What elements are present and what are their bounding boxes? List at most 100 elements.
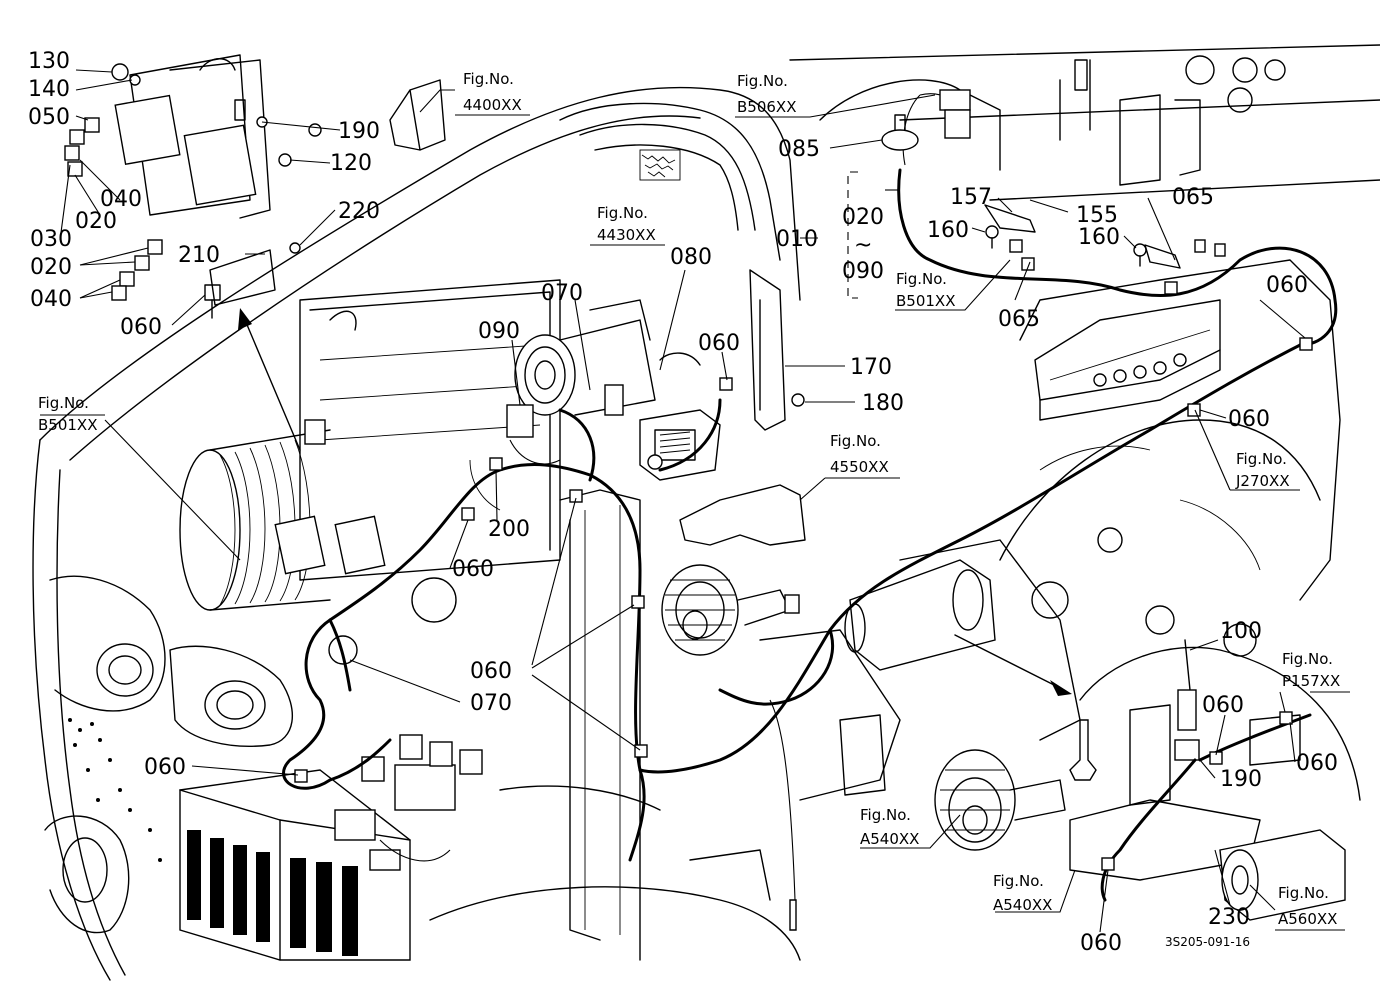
callout-050: 050: [28, 105, 70, 130]
bracket-170: [749, 269, 786, 431]
relay-box-lower: [361, 734, 483, 811]
callout-160: 160: [927, 218, 969, 243]
svg-text:A540XX: A540XX: [860, 830, 919, 848]
callout-220: 220: [338, 199, 380, 224]
callout-020: 020: [842, 205, 884, 230]
sensor-100: [1174, 639, 1200, 761]
callout-060: 060: [1266, 273, 1308, 298]
ac-compressor: [506, 299, 656, 438]
callout-065: 065: [998, 307, 1040, 332]
callout-130: 130: [28, 49, 70, 74]
callout-060: 060: [144, 755, 186, 780]
cab-components: [881, 89, 1226, 269]
fig-ref-J270: Fig.No. J270XX: [1235, 450, 1290, 490]
svg-text:Fig.No.: Fig.No.: [38, 394, 89, 412]
svg-text:A540XX: A540XX: [993, 896, 1052, 914]
callout-155: 155: [1076, 203, 1118, 228]
svg-text:Fig.No.: Fig.No.: [737, 72, 788, 90]
callout-060: 060: [1228, 407, 1270, 432]
fig-ref-A560: Fig.No. A560XX: [1278, 884, 1337, 928]
direction-arrows: [238, 308, 1072, 696]
harness-clamps: [294, 257, 1313, 871]
temp-sensor: [1069, 719, 1097, 781]
callout-040: 040: [30, 287, 72, 312]
callout-010: 010: [776, 227, 818, 252]
callout-060: 060: [1296, 751, 1338, 776]
engine-relays: [274, 419, 457, 665]
fig-ref-4550: Fig.No. 4550XX: [830, 432, 889, 476]
figure-references: Fig.No. 4400XX Fig.No. 4430XX Fig.No. B5…: [38, 70, 1340, 928]
valve-block: [1034, 299, 1221, 421]
callout-157: 157: [950, 185, 992, 210]
svg-text:Fig.No.: Fig.No.: [830, 432, 881, 450]
svg-text:Fig.No.: Fig.No.: [1236, 450, 1287, 468]
callout-140: 140: [28, 77, 70, 102]
svg-text:4550XX: 4550XX: [830, 458, 889, 476]
fig-ref-B501-top: Fig.No. B501XX: [896, 270, 955, 310]
fig-ref-A540-right: Fig.No. A540XX: [993, 872, 1052, 914]
blower-unit: [639, 352, 721, 481]
range-bracket: [847, 171, 858, 299]
callout-190: 190: [1220, 767, 1262, 792]
fig-ref-4400: Fig.No. 4400XX: [463, 70, 522, 114]
callout-160: 160: [1078, 225, 1120, 250]
fig-ref-B506: Fig.No. B506XX: [737, 72, 796, 116]
callout-numbers: 130 140 050 040 020 030 190 120 220 210 …: [28, 49, 1338, 956]
callout-120: 120: [330, 151, 372, 176]
svg-text:B501XX: B501XX: [38, 416, 97, 434]
svg-text:Fig.No.: Fig.No.: [1278, 884, 1329, 902]
svg-text:Fig.No.: Fig.No.: [993, 872, 1044, 890]
bracket-4400: [389, 79, 446, 151]
callout-170: 170: [850, 355, 892, 380]
callout-020: 020: [75, 209, 117, 234]
svg-text:Fig.No.: Fig.No.: [463, 70, 514, 88]
callout-070: 070: [541, 281, 583, 306]
range-tilde: ~: [854, 233, 872, 258]
callout-060: 060: [698, 331, 740, 356]
relay-bracket-assembly: [64, 54, 322, 319]
alternator-center: [661, 564, 800, 656]
callout-180: 180: [862, 391, 904, 416]
callout-060: 060: [470, 659, 512, 684]
svg-text:Fig.No.: Fig.No.: [860, 806, 911, 824]
fig-ref-P157: Fig.No. P157XX: [1282, 650, 1340, 690]
svg-text:B506XX: B506XX: [737, 98, 796, 116]
callout-190: 190: [338, 119, 380, 144]
callout-100: 100: [1220, 619, 1262, 644]
fig-ref-A540-left: Fig.No. A540XX: [860, 806, 919, 848]
callout-020: 020: [30, 255, 72, 280]
starter-motor-center: [844, 559, 996, 671]
svg-text:Fig.No.: Fig.No.: [597, 204, 648, 222]
callout-230: 230: [1208, 905, 1250, 930]
leader-lines: [40, 69, 1350, 933]
diagram-code: 3S205-091-16: [1165, 935, 1250, 949]
svg-text:J270XX: J270XX: [1235, 472, 1290, 490]
callout-060: 060: [452, 557, 494, 582]
callout-060: 060: [120, 315, 162, 340]
svg-text:A560XX: A560XX: [1278, 910, 1337, 928]
callout-070: 070: [470, 691, 512, 716]
svg-text:4430XX: 4430XX: [597, 226, 656, 244]
fig-ref-B501-left: Fig.No. B501XX: [38, 394, 97, 434]
callout-060: 060: [1202, 693, 1244, 718]
callout-040: 040: [100, 187, 142, 212]
callout-080: 080: [670, 245, 712, 270]
lower-sensor: [789, 899, 797, 931]
battery: [179, 769, 411, 961]
callout-200: 200: [488, 517, 530, 542]
bracket-4550: [679, 484, 806, 546]
grille-pattern: [639, 149, 681, 181]
callout-030: 030: [30, 227, 72, 252]
callout-090: 090: [842, 259, 884, 284]
grille-dots: [68, 718, 162, 862]
starter-motor-lower: [1219, 829, 1346, 921]
callout-210: 210: [178, 243, 220, 268]
svg-text:Fig.No.: Fig.No.: [896, 270, 947, 288]
fig-ref-4430: Fig.No. 4430XX: [597, 204, 656, 244]
svg-text:B501XX: B501XX: [896, 292, 955, 310]
callout-060: 060: [1080, 931, 1122, 956]
callout-090: 090: [478, 319, 520, 344]
callout-065: 065: [1172, 185, 1214, 210]
